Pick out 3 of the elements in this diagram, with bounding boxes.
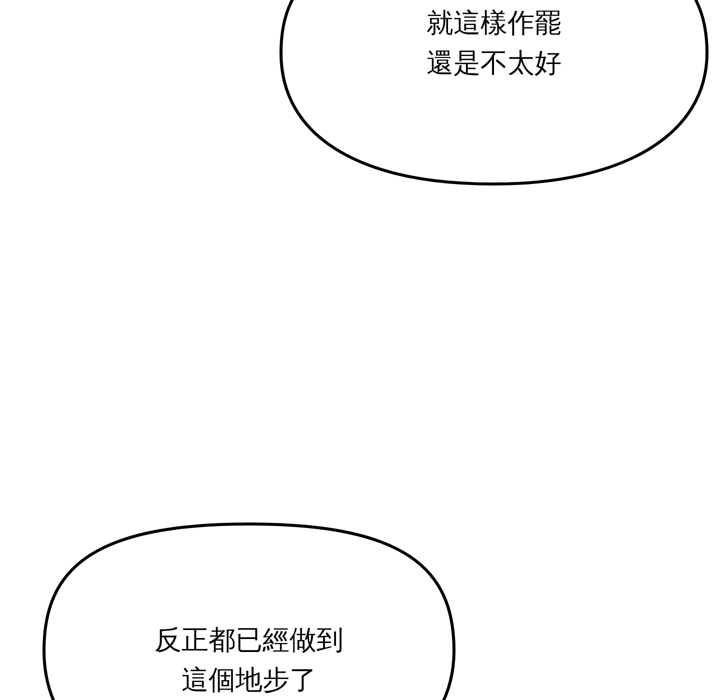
speech-bubble: [279, 0, 709, 186]
speech-text: 反正都已經做到這個地步了: [154, 624, 344, 698]
speech-text: 就這樣作罷還是不太好: [426, 7, 562, 81]
